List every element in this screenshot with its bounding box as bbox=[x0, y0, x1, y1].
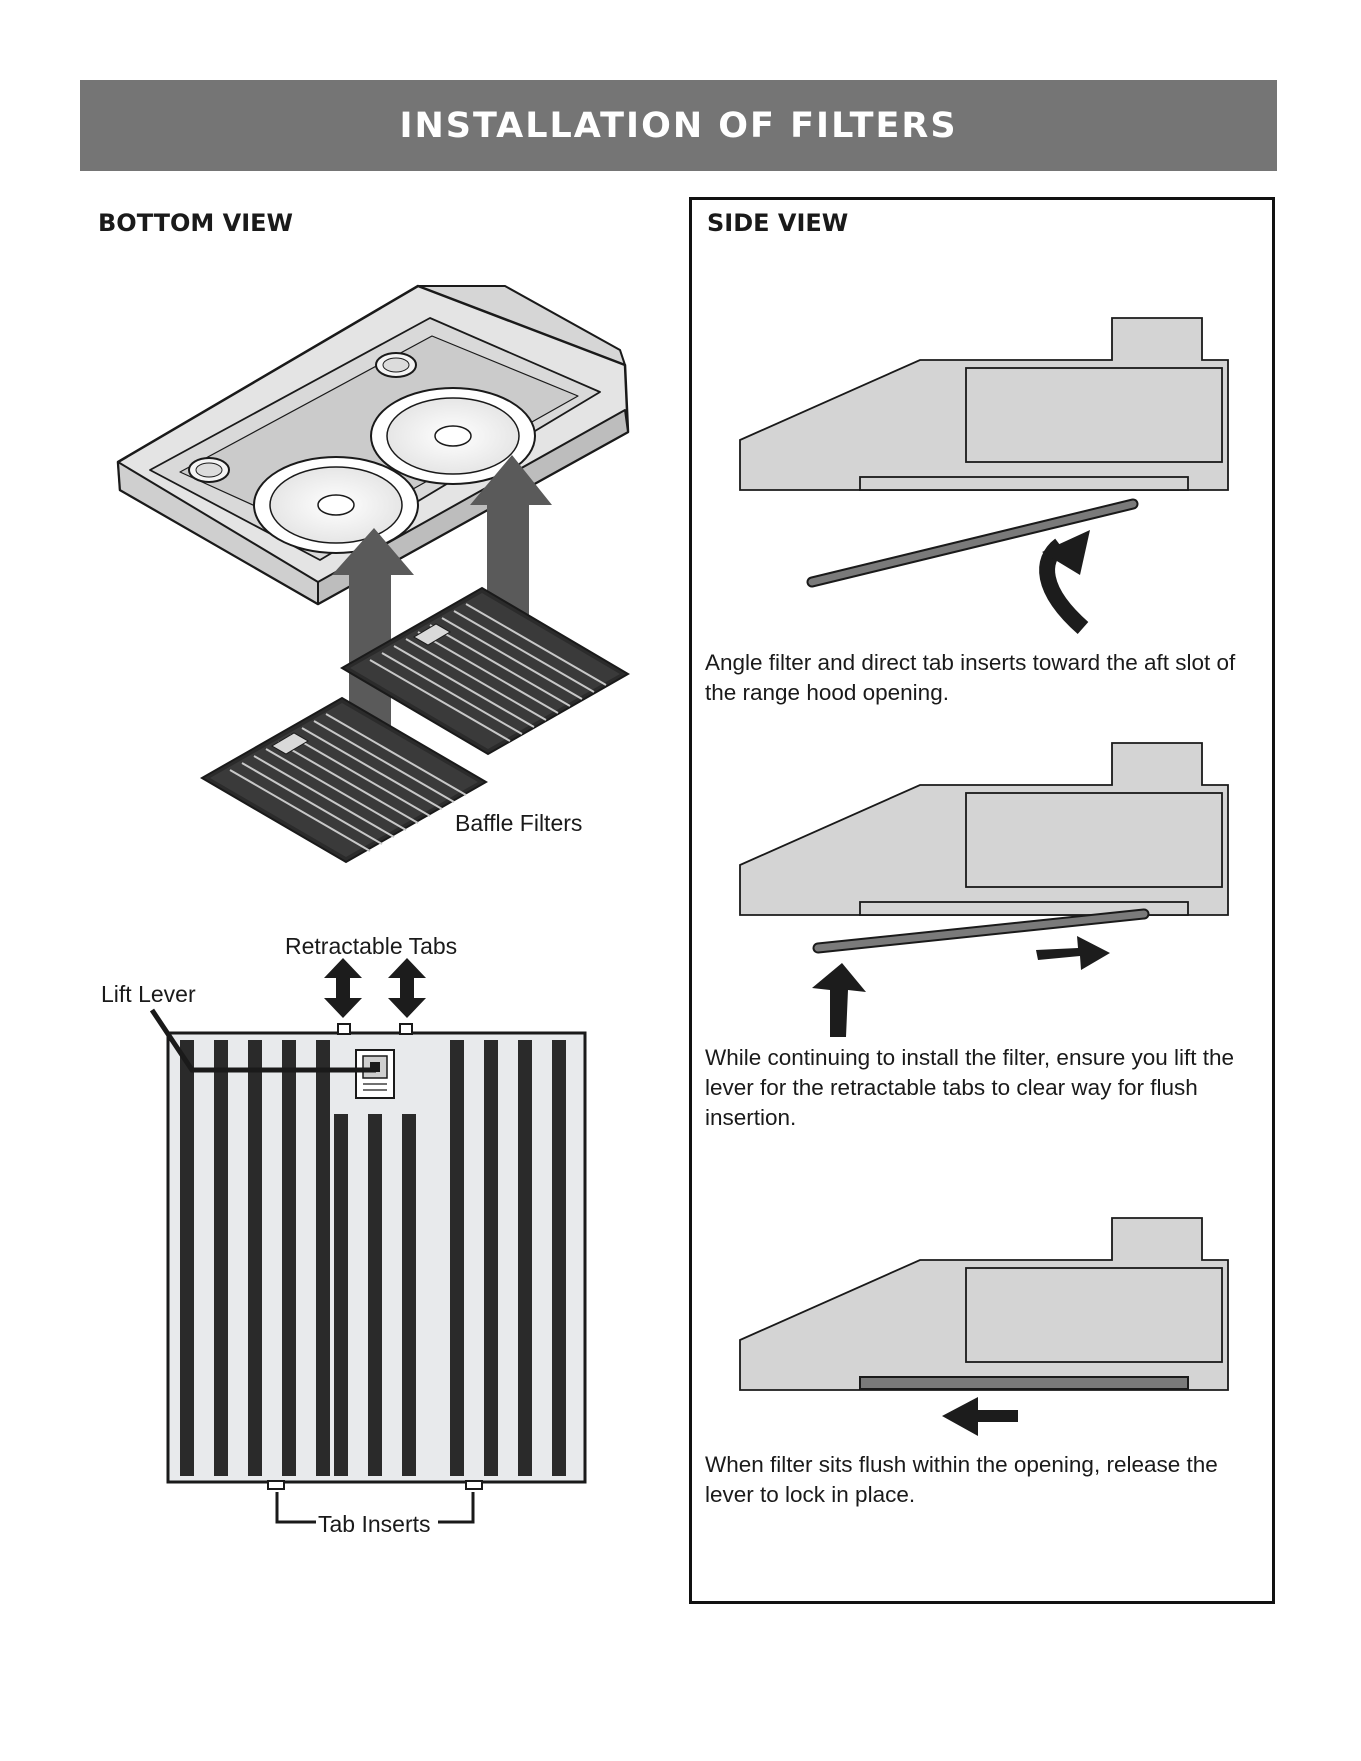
up-arrow-step-2 bbox=[812, 963, 866, 1037]
side-hood-step-3 bbox=[739, 1217, 1229, 1391]
side-view-step-3-text: When filter sits flush within the openin… bbox=[705, 1452, 1218, 1507]
page-title: INSTALLATION OF FILTERS bbox=[399, 105, 958, 146]
page-title-banner: INSTALLATION OF FILTERS bbox=[80, 80, 1277, 171]
side-view-step-1-text: Angle filter and direct tab inserts towa… bbox=[705, 650, 1236, 705]
lift-lever-leader bbox=[149, 1008, 376, 1073]
side-view-title: SIDE VIEW bbox=[707, 209, 849, 237]
side-hood-step-2 bbox=[739, 742, 1229, 916]
side-hood-step-1 bbox=[739, 317, 1229, 491]
insert-direction-arrows bbox=[332, 455, 552, 735]
right-arrow-step-2 bbox=[1036, 936, 1110, 970]
filter-bar-step-3 bbox=[859, 1376, 1189, 1390]
baffle-filter-back bbox=[340, 586, 630, 756]
retractable-tabs-arrows bbox=[324, 958, 426, 1018]
side-view-panel bbox=[689, 197, 1275, 1604]
tab-inserts-label: Tab Inserts bbox=[318, 1511, 431, 1537]
range-hood-underside-illustration bbox=[116, 284, 630, 606]
baffle-filter-front bbox=[200, 696, 488, 864]
left-arrow-step-3 bbox=[942, 1397, 1018, 1436]
filter-detail-illustration bbox=[166, 1023, 587, 1490]
tab-inserts-bracket-right bbox=[438, 1492, 475, 1524]
retractable-tabs-label: Retractable Tabs bbox=[285, 933, 458, 959]
bottom-view-title: BOTTOM VIEW bbox=[98, 209, 293, 237]
tab-inserts-bracket-left bbox=[275, 1492, 316, 1524]
lift-lever-label: Lift Lever bbox=[101, 981, 196, 1007]
baffle-filters-label: Baffle Filters bbox=[455, 810, 583, 836]
side-view-step-2-text: While continuing to install the filter, … bbox=[705, 1045, 1235, 1130]
